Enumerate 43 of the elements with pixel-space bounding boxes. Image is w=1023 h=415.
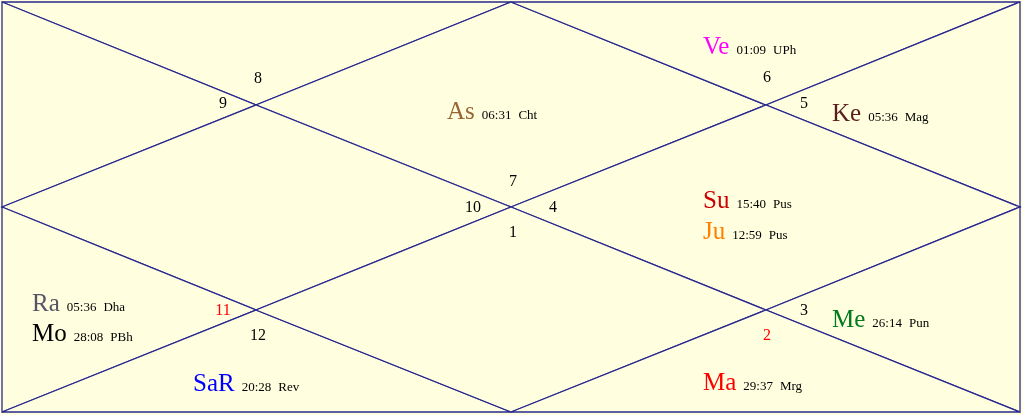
- house-triangle: [2, 2, 256, 207]
- house-number: 10: [465, 199, 481, 215]
- degree-label: 20:28: [241, 379, 272, 393]
- degree-label: 12:59: [732, 227, 762, 241]
- house-number: 9: [219, 95, 227, 111]
- planet-label: Ju: [703, 217, 726, 243]
- nakshatra-label: Pun: [908, 315, 930, 329]
- planet-label: Ma: [703, 368, 737, 394]
- nakshatra-label: Dha: [103, 299, 126, 313]
- planet-label: Ve: [703, 32, 730, 58]
- nakshatra-label: Rev: [278, 379, 300, 393]
- degree-label: 05:36: [66, 299, 97, 313]
- house-number: 4: [549, 199, 557, 215]
- house-number: 12: [250, 327, 266, 343]
- degree-label: 05:36: [868, 109, 898, 123]
- planet-label: As: [447, 97, 475, 123]
- house-number: 6: [763, 69, 771, 85]
- nakshatra-label: Cht: [518, 107, 538, 121]
- planet-label: Ke: [832, 99, 862, 125]
- nakshatra-label: Mag: [904, 109, 929, 123]
- house-number: 1: [509, 224, 517, 240]
- nakshatra-label: PBh: [110, 329, 133, 343]
- degree-label: 29:37: [743, 378, 773, 392]
- house-number: 2: [763, 327, 771, 343]
- house-number: 7: [509, 173, 517, 189]
- degree-label: 15:40: [736, 196, 767, 210]
- house-number: 11: [215, 302, 231, 318]
- degree-label: 26:14: [872, 315, 902, 329]
- planet-label: Su: [703, 186, 730, 212]
- nakshatra-label: Pus: [768, 227, 788, 241]
- planet-label: Mo: [32, 319, 67, 345]
- planet-label: Me: [832, 305, 866, 331]
- degree-label: 28:08: [73, 329, 104, 343]
- planet-label: Ra: [32, 289, 60, 315]
- house-number: 5: [800, 95, 808, 111]
- nakshatra-label: UPh: [773, 42, 797, 56]
- house-number: 8: [254, 70, 262, 86]
- planet-label: SaR: [193, 369, 235, 395]
- nakshatra-label: Pus: [773, 196, 792, 210]
- house-number: 3: [800, 302, 808, 318]
- degree-label: 06:31: [481, 107, 512, 121]
- nakshatra-label: Mrg: [779, 378, 803, 392]
- degree-label: 01:09: [736, 42, 766, 56]
